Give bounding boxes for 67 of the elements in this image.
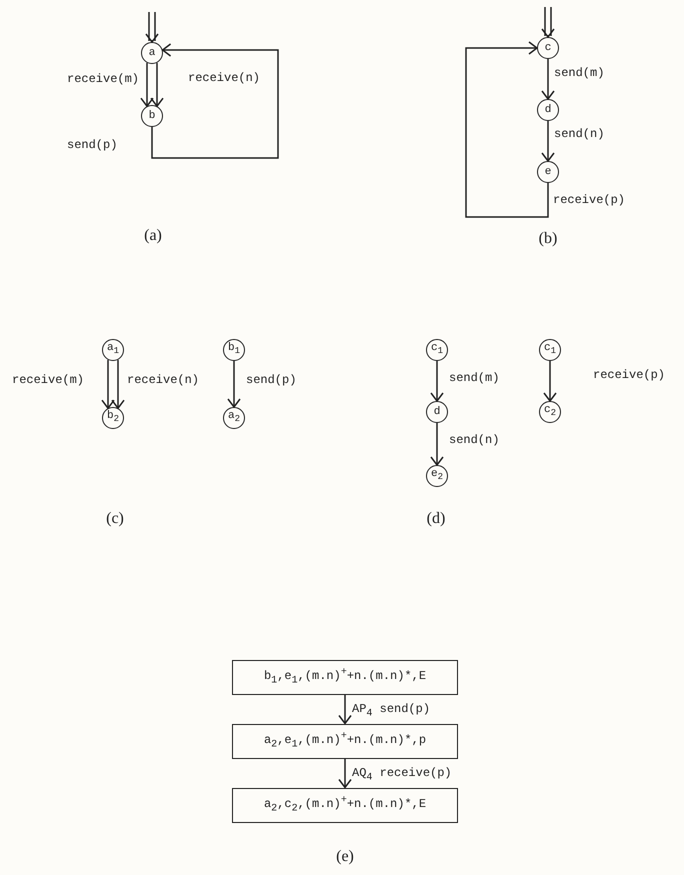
- arrow: [543, 361, 557, 402]
- arrow: [151, 43, 279, 159]
- arrow: [338, 694, 352, 724]
- state-circle: [426, 339, 448, 361]
- edge-label: receive(m): [12, 373, 84, 388]
- arrow: [140, 62, 154, 107]
- edge-label: receive(n): [188, 71, 260, 86]
- panel-caption: (d): [426, 510, 446, 528]
- state-text: b$_{1}$,e$_{1}$,(m.n)$^{+}$+n.(m.n)*,E: [264, 667, 426, 687]
- arrow: [338, 758, 352, 788]
- arrow: [430, 423, 444, 466]
- state-name: c$_{2}$: [544, 405, 556, 419]
- initial-arrow: [145, 11, 159, 43]
- state-circle: [102, 339, 124, 361]
- edge-label: send(p): [67, 138, 118, 152]
- edge-label: send(p): [246, 373, 296, 388]
- edge-label: receive(n): [127, 373, 200, 388]
- state-name: a$_{2}$: [228, 411, 240, 425]
- state-circle: [537, 99, 559, 121]
- state-name: d: [544, 104, 552, 116]
- edge-label: receive(p): [553, 193, 626, 208]
- state-circle: [223, 339, 245, 361]
- arrow: [430, 361, 444, 402]
- state-circle: [141, 105, 163, 127]
- state-name: b$_{2}$: [106, 411, 119, 425]
- edge-label: send(n): [554, 127, 604, 142]
- state-name: d: [434, 406, 440, 418]
- state-circle: [223, 407, 245, 429]
- arrow: [465, 41, 549, 218]
- panel-caption: (a): [144, 227, 162, 245]
- state-circle: [537, 161, 559, 183]
- state-circle: [539, 401, 561, 423]
- state-text: a$_{2}$,e$_{1}$,(m.n)$^{+}$+n.(m.n)*,p: [264, 731, 426, 751]
- initial-arrow: [541, 6, 555, 38]
- edge-label: send(m): [449, 371, 500, 386]
- arrow: [541, 59, 555, 100]
- state-name: c: [544, 42, 552, 54]
- state-box: [232, 724, 458, 758]
- panel-caption: (e): [336, 848, 354, 866]
- state-circle: [426, 465, 448, 487]
- state-name: a: [148, 48, 156, 58]
- arrow: [227, 361, 241, 408]
- arrow: [101, 360, 115, 409]
- state-name: e$_{2}$: [430, 469, 443, 483]
- state-name: b: [148, 110, 156, 122]
- edge-label: send(n): [449, 433, 500, 448]
- state-name: a$_{1}$: [106, 343, 119, 357]
- state-name: b$_{1}$: [228, 343, 240, 357]
- state-name: c$_{1}$: [430, 343, 443, 357]
- edge-label: send(m): [554, 66, 604, 80]
- panel-caption: (b): [538, 230, 558, 248]
- state-name: e: [544, 166, 552, 178]
- arrow: [541, 121, 555, 162]
- state-box: [232, 788, 458, 822]
- state-circle: [537, 37, 559, 59]
- state-box: [232, 660, 458, 694]
- edge-label: receive(p): [593, 368, 666, 382]
- panel-caption: (c): [106, 510, 124, 528]
- arrow: [111, 360, 125, 409]
- arrow: [150, 62, 164, 107]
- state-circle: [141, 42, 163, 64]
- state-text: a$_{2}$,c$_{2}$,(m.n)$^{+}$+n.(m.n)*,E: [264, 795, 426, 815]
- state-name: c$_{1}$: [544, 343, 556, 357]
- state-circle: [102, 407, 124, 429]
- state-circle: [426, 401, 448, 423]
- state-circle: [539, 339, 561, 361]
- edge-label: receive(m): [67, 72, 140, 86]
